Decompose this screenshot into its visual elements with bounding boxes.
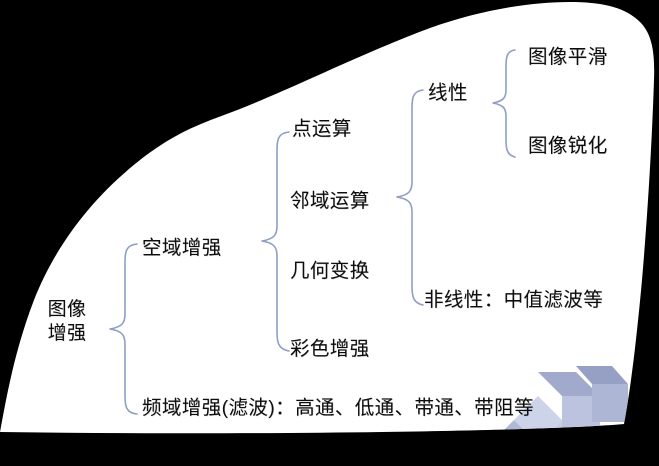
node-nonlinear: 非线性：中值滤波等 (424, 289, 604, 311)
brace-linear (488, 46, 518, 164)
node-neighborhood-operation: 邻域运算 (290, 190, 370, 212)
brace-spatial (256, 128, 292, 356)
node-linear: 线性 (428, 82, 468, 104)
node-root-image-enhancement: 图像 增强 (47, 299, 87, 345)
node-image-sharpening: 图像锐化 (528, 135, 608, 157)
brace-neighborhood (392, 86, 426, 310)
node-color-enhancement: 彩色增强 (290, 338, 370, 360)
node-spatial-enhancement: 空域增强 (142, 237, 222, 259)
node-image-smoothing: 图像平滑 (528, 46, 608, 68)
node-geometric-transform: 几何变换 (290, 260, 370, 282)
node-frequency-enhancement: 频域增强(滤波)：高通、低通、带通、带阻等 (142, 397, 534, 419)
brace-root (104, 240, 140, 418)
node-point-operation: 点运算 (292, 118, 352, 140)
